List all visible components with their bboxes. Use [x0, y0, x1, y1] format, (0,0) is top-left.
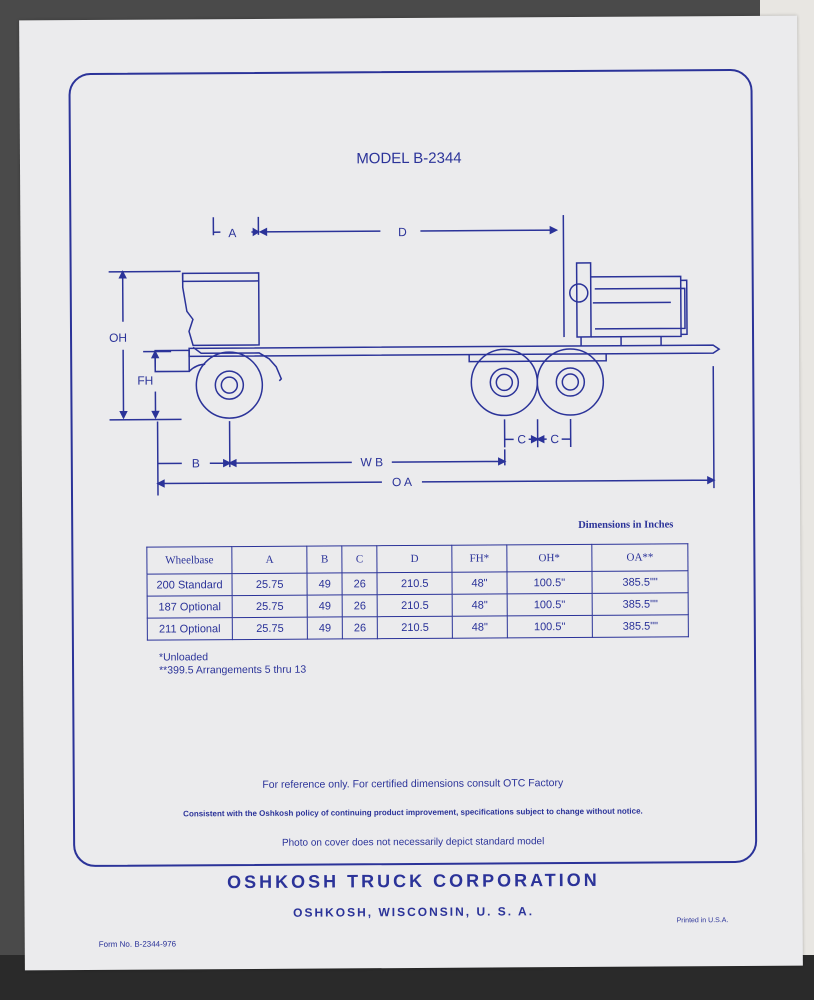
- label-oa: O A: [392, 475, 412, 489]
- spec-sheet: MODEL B-2344: [19, 15, 803, 971]
- label-oh: OH: [109, 331, 127, 345]
- header-a: A: [231, 546, 308, 574]
- cell-c: 26: [342, 572, 378, 595]
- label-d: D: [398, 225, 407, 239]
- label-c1: C: [517, 432, 526, 446]
- cell-d: 210.5: [377, 594, 453, 617]
- header-c: C: [341, 545, 378, 573]
- label-a: A: [228, 226, 236, 240]
- cell-oh: 100.5": [506, 593, 593, 616]
- cell-wheelbase: 211 Optional: [147, 617, 233, 641]
- label-fh: FH: [137, 374, 153, 388]
- rear-wheel-2: [536, 348, 605, 416]
- printed-in: Printed in U.S.A.: [676, 917, 729, 925]
- front-wheel: [195, 351, 264, 419]
- header-b: B: [307, 545, 343, 574]
- cell-d: 210.5: [377, 616, 453, 639]
- cell-fh: 48": [452, 615, 507, 639]
- cell-a: 25.75: [232, 595, 308, 618]
- cell-b: 49: [307, 594, 343, 618]
- front-bumper: [154, 349, 191, 373]
- cell-oh: 100.5": [506, 615, 593, 638]
- cell-oa: 385.5"": [592, 570, 689, 594]
- cell-b: 49: [307, 616, 343, 640]
- cell-d: 210.5: [377, 572, 453, 595]
- cell-fh: 48": [452, 593, 507, 617]
- label-c2: C: [550, 432, 559, 446]
- cell-a: 25.75: [232, 617, 308, 640]
- corporation-name: OSHKOSH TRUCK CORPORATION: [226, 869, 600, 893]
- cab: [181, 272, 260, 347]
- header-d: D: [376, 545, 453, 573]
- cell-oa: 385.5"": [592, 614, 689, 638]
- cell-a: 25.75: [231, 573, 308, 596]
- header-wheelbase: Wheelbase: [146, 546, 232, 575]
- cell-oh: 100.5": [506, 571, 593, 594]
- cell-oa: 385.5"": [592, 592, 689, 616]
- cell-wheelbase: 187 Optional: [147, 595, 233, 619]
- table-header-row: Wheelbase A B C D FH* OH* OA**: [146, 543, 688, 575]
- truck-diagram: A D OH FH C C B W B O A: [108, 215, 721, 496]
- note-unloaded: *Unloaded: [158, 651, 209, 664]
- label-b: B: [192, 456, 200, 470]
- note-arrangements: **399.5 Arrangements 5 thru 13: [159, 663, 307, 677]
- label-wb: W B: [360, 455, 383, 469]
- cell-fh: 48": [452, 571, 507, 595]
- frame-rail: [188, 344, 721, 358]
- header-fh: FH*: [452, 544, 507, 573]
- rear-wheel-1: [470, 348, 539, 417]
- cell-wheelbase: 200 Standard: [146, 573, 233, 597]
- cell-b: 49: [307, 572, 343, 596]
- cell-c: 26: [342, 594, 378, 617]
- dimensions-caption: Dimensions in Inches: [578, 519, 674, 531]
- front-fender: [192, 346, 283, 382]
- dimensions-table: Wheelbase A B C D FH* OH* OA** 200 Stand…: [146, 543, 689, 641]
- header-oa: OA**: [591, 543, 688, 572]
- table-row: 211 Optional 25.75 49 26 210.5 48" 100.5…: [147, 614, 689, 641]
- cell-c: 26: [342, 616, 378, 639]
- form-number: Form No. B-2344-976: [98, 939, 177, 949]
- header-oh: OH*: [506, 544, 593, 572]
